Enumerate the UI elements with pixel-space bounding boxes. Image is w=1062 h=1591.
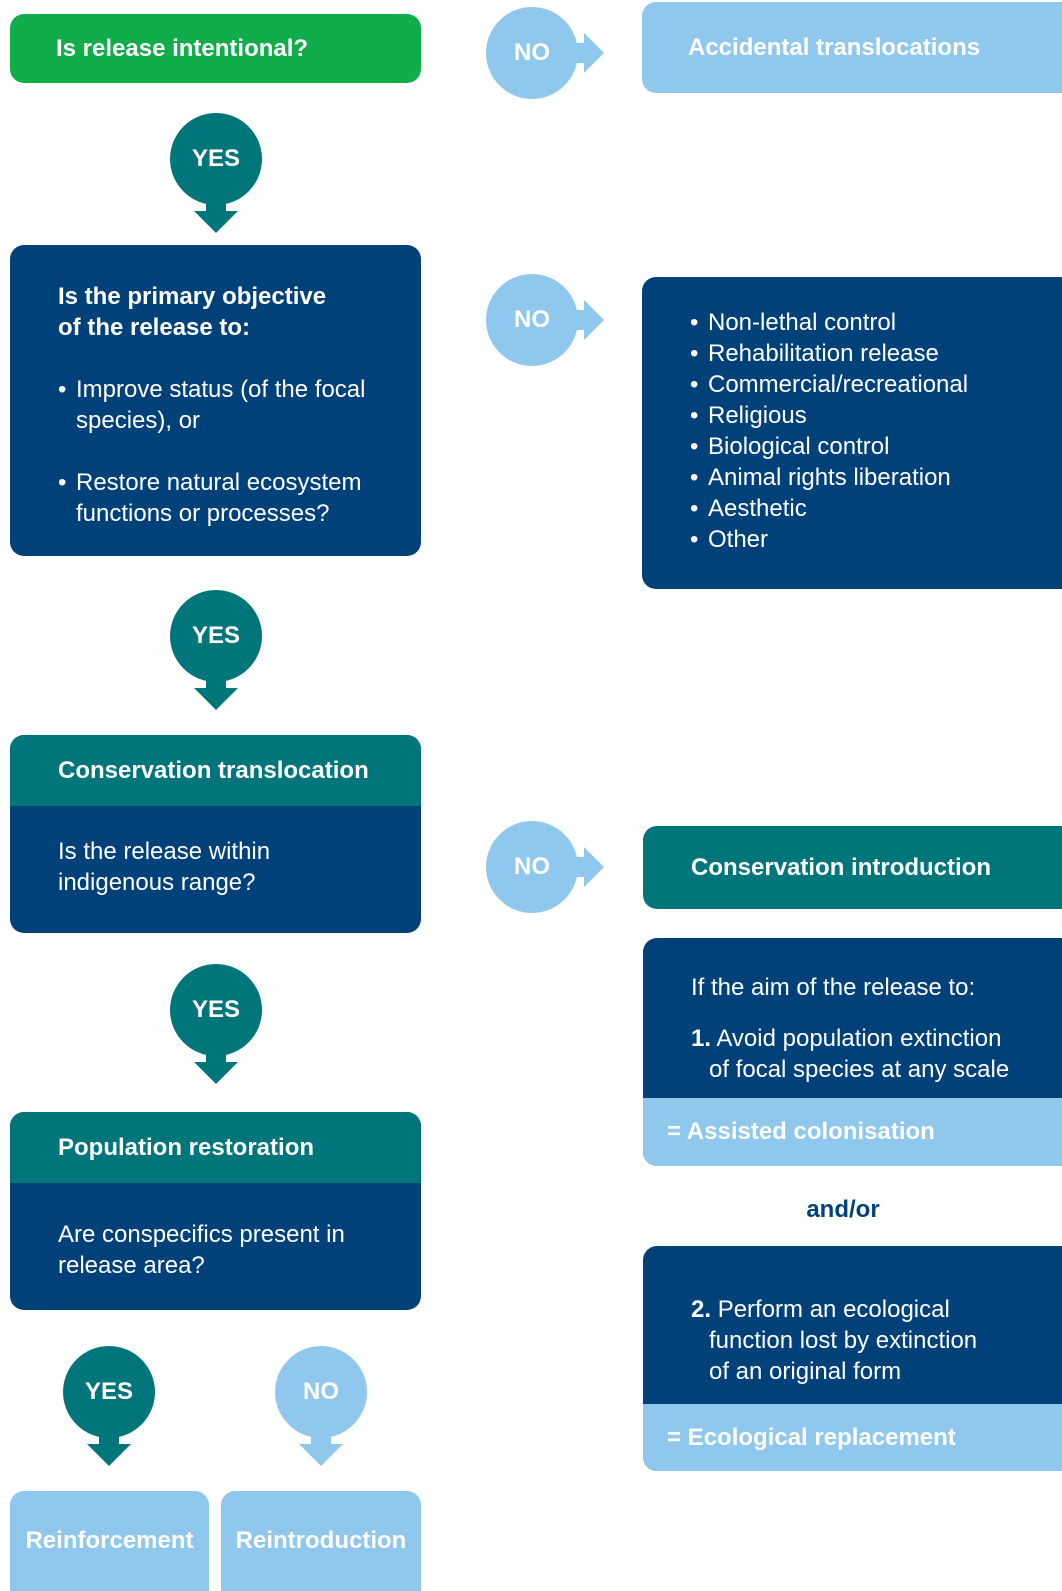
aim1-line2: of focal species at any scale xyxy=(709,1056,1010,1083)
aim2-number: 2. xyxy=(691,1296,712,1323)
other-purpose-item: Biological control xyxy=(690,431,1062,462)
step1-no-connector: NO xyxy=(486,7,606,99)
step1-question-box: Is release intentional? xyxy=(10,14,421,83)
reintroduction-label: Reintroduction xyxy=(235,1527,407,1554)
other-purpose-item: Rehabilitation release xyxy=(690,338,1062,369)
step2-no-connector: NO xyxy=(486,274,606,366)
other-purpose-item: Non-lethal control xyxy=(690,307,1062,338)
ecological-replacement-result: = Ecological replacement xyxy=(643,1404,1062,1471)
step4-question-line1: Are conspecifics present in xyxy=(58,1221,345,1248)
step3-no-connector: NO xyxy=(486,821,606,913)
aim-intro: If the aim of the release to: xyxy=(691,974,976,1001)
no-badge: NO xyxy=(486,7,578,99)
other-purposes-box: Non-lethal control Rehabilitation releas… xyxy=(642,277,1062,589)
reintroduction-box: Reintroduction xyxy=(221,1491,421,1591)
step4-question-line2: release area? xyxy=(58,1252,205,1279)
yes-badge: YES xyxy=(170,964,262,1056)
aim2-line1: Perform an ecological xyxy=(717,1296,950,1323)
step4-yes-connector: YES xyxy=(63,1346,155,1466)
objective-option-1-line1: Improve status (of the focal xyxy=(76,376,366,403)
accidental-translocations-label: Accidental translocations xyxy=(688,33,981,61)
step1-yes-connector: YES xyxy=(170,113,262,233)
reinforcement-label: Reinforcement xyxy=(25,1527,194,1554)
aim2-box: 2. Perform an ecological function lost b… xyxy=(643,1246,1062,1471)
step1-question: Is release intentional? xyxy=(56,34,309,62)
accidental-translocations-box: Accidental translocations xyxy=(642,2,1062,93)
and-or-connector: and/or xyxy=(806,1196,880,1223)
other-purpose-item: Other xyxy=(690,524,1062,555)
aim2-line2: function lost by extinction xyxy=(709,1327,978,1354)
other-purpose-item: Commercial/recreational xyxy=(690,369,1062,400)
population-restoration-header: Population restoration xyxy=(10,1112,421,1183)
aim1-line1: Avoid population extinction xyxy=(716,1025,1002,1052)
step3-yes-connector: YES xyxy=(170,964,262,1084)
conservation-introduction-box: Conservation introduction xyxy=(643,826,1062,909)
aim1-box: If the aim of the release to: 1. Avoid p… xyxy=(643,938,1062,1166)
step2-objective-box: Is the primary objective of the release … xyxy=(10,245,421,556)
no-badge: NO xyxy=(275,1346,367,1438)
other-purpose-item: Religious xyxy=(690,400,1062,431)
yes-badge: YES xyxy=(170,113,262,205)
step2-question-line1: Is the primary objective xyxy=(58,283,327,310)
step4-no-connector: NO xyxy=(275,1346,367,1466)
aim1-number: 1. xyxy=(691,1025,712,1052)
yes-badge: YES xyxy=(170,590,262,682)
conservation-translocation-header: Conservation translocation xyxy=(10,735,421,806)
assisted-colonisation-result: = Assisted colonisation xyxy=(643,1098,1062,1166)
yes-badge: YES xyxy=(63,1346,155,1438)
other-purposes-list: Non-lethal control Rehabilitation releas… xyxy=(690,307,1062,555)
objective-option-2-line1: Restore natural ecosystem xyxy=(76,469,362,496)
no-badge: NO xyxy=(486,821,578,913)
step2-question-line2: of the release to: xyxy=(58,314,251,341)
conservation-translocation-box: Conservation translocation Is the releas… xyxy=(10,735,421,933)
population-restoration-box: Population restoration Are conspecifics … xyxy=(10,1112,421,1310)
reinforcement-box: Reinforcement xyxy=(10,1491,209,1591)
step2-yes-connector: YES xyxy=(170,590,262,710)
no-badge: NO xyxy=(486,274,578,366)
other-purpose-item: Animal rights liberation xyxy=(690,462,1062,493)
objective-option-2-line2: functions or processes? xyxy=(76,500,330,527)
objective-option-1-line2: species), or xyxy=(76,407,201,434)
other-purpose-item: Aesthetic xyxy=(690,493,1062,524)
aim2-line3: of an original form xyxy=(709,1358,902,1385)
step3-question-line2: indigenous range? xyxy=(58,869,256,896)
conservation-introduction-label: Conservation introduction xyxy=(691,853,991,881)
step3-question-line1: Is the release within xyxy=(58,838,271,865)
